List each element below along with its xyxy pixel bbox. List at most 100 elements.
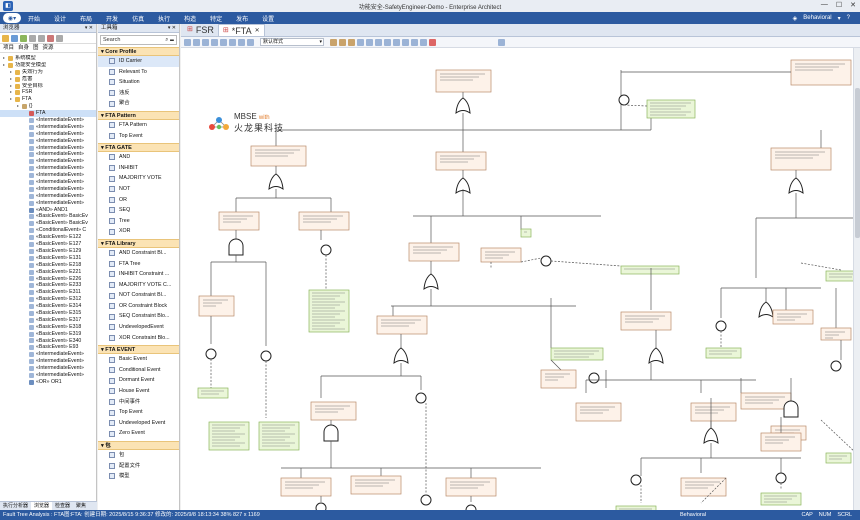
tree-item[interactable]: ▸系统模型 bbox=[0, 55, 96, 62]
basic-event-icon[interactable] bbox=[588, 372, 600, 384]
tab-inspector[interactable]: 检查器 bbox=[55, 503, 71, 509]
toolbox-group-header[interactable]: ▾ FTA EVENT bbox=[98, 345, 179, 355]
menu-execute[interactable]: 执行 bbox=[158, 16, 171, 23]
tab-focus[interactable]: 聚焦 bbox=[76, 503, 87, 509]
tree-item[interactable]: «BasicEvent» BasicEv bbox=[0, 213, 96, 220]
menu-start[interactable]: 开始 bbox=[28, 16, 41, 23]
toolbar-icon[interactable] bbox=[348, 38, 355, 46]
event-box[interactable] bbox=[310, 401, 357, 421]
toolbox-item[interactable]: Basic Event bbox=[98, 354, 179, 365]
event-box[interactable] bbox=[198, 295, 235, 317]
toolbar-icon[interactable] bbox=[420, 38, 427, 46]
tree-item[interactable]: «BasicEvent» E218 bbox=[0, 262, 96, 269]
tree-item[interactable]: «BasicEvent» E312 bbox=[0, 296, 96, 303]
help-icon[interactable]: ? bbox=[846, 15, 850, 21]
tab-fta[interactable]: ⊞ *FTA ✕ bbox=[217, 24, 265, 36]
tree-item[interactable]: «IntermediateEvent» bbox=[0, 186, 96, 193]
event-box[interactable] bbox=[620, 311, 672, 331]
event-box[interactable] bbox=[408, 242, 460, 262]
event-box[interactable] bbox=[740, 392, 792, 410]
filter-icon[interactable] bbox=[498, 38, 505, 46]
note-box[interactable] bbox=[705, 347, 742, 359]
and-gate-icon[interactable] bbox=[323, 424, 339, 442]
toolbox-item[interactable]: XOR bbox=[98, 226, 179, 237]
note-box[interactable] bbox=[258, 421, 300, 451]
or-gate-icon[interactable] bbox=[393, 347, 409, 365]
vertical-scrollbar[interactable] bbox=[853, 48, 860, 510]
toolbox-item[interactable]: SEQ Constraint Blo... bbox=[98, 311, 179, 322]
toolbox-item[interactable]: ID Carrier bbox=[98, 56, 179, 67]
menu-develop[interactable]: 开发 bbox=[106, 16, 119, 23]
fta-diagram-canvas[interactable]: MBSE with 火龙果科技 bbox=[181, 48, 860, 510]
tree-item[interactable]: «BasicEvent» E226 bbox=[0, 276, 96, 283]
toolbox-item[interactable]: AND bbox=[98, 152, 179, 163]
tree-item[interactable]: ▸功能安全模型 bbox=[0, 62, 96, 69]
close-tab-icon[interactable]: ✕ bbox=[254, 27, 260, 34]
note-box[interactable] bbox=[825, 270, 860, 282]
event-box[interactable] bbox=[218, 211, 260, 231]
event-box[interactable] bbox=[376, 315, 428, 335]
menu-layout[interactable]: 布局 bbox=[80, 16, 93, 23]
toolbar-icon[interactable] bbox=[402, 38, 409, 46]
tree-item[interactable]: «OR» OR1 bbox=[0, 379, 96, 386]
toolbox-item[interactable]: Undeveloped Event bbox=[98, 418, 179, 429]
basic-event-icon[interactable] bbox=[315, 502, 327, 510]
tree-item[interactable]: «BasicEvent» E315 bbox=[0, 310, 96, 317]
basic-event-icon[interactable] bbox=[420, 494, 432, 506]
tab-fsr[interactable]: ⊞ FSR bbox=[183, 24, 218, 36]
tree-expander-icon[interactable]: ▸ bbox=[10, 96, 13, 102]
perspective-selector[interactable]: ◈ Behavioral ▾ ? bbox=[793, 15, 850, 22]
tree-expander-icon[interactable]: ▸ bbox=[10, 75, 13, 81]
tree-item[interactable]: «BasicEvent» E314 bbox=[0, 303, 96, 310]
tree-item[interactable]: «BasicEvent» E93 bbox=[0, 344, 96, 351]
toolbox-item[interactable]: Dormant Event bbox=[98, 375, 179, 386]
event-box[interactable] bbox=[770, 147, 832, 171]
tree-item[interactable]: ▸FSR bbox=[0, 89, 96, 96]
tree-item[interactable]: «IntermediateEvent» bbox=[0, 172, 96, 179]
tree-item[interactable]: «BasicEvent» E318 bbox=[0, 324, 96, 331]
new-element-icon[interactable] bbox=[20, 34, 27, 42]
toolbar-icon[interactable] bbox=[184, 38, 191, 46]
tree-item[interactable]: «IntermediateEvent» bbox=[0, 131, 96, 138]
toolbox-item[interactable]: OR bbox=[98, 195, 179, 206]
toolbox-item[interactable]: FTA Pattern bbox=[98, 120, 179, 131]
event-box[interactable] bbox=[680, 477, 727, 497]
tree-item[interactable]: «BasicEvent» E127 bbox=[0, 241, 96, 248]
tree-item[interactable]: ▸危害 bbox=[0, 76, 96, 83]
search-icon[interactable]: ⌕ ☰ bbox=[165, 37, 174, 43]
toolbox-item[interactable]: 违反 bbox=[98, 88, 179, 99]
tree-item[interactable]: «BasicEvent» E340 bbox=[0, 338, 96, 345]
toolbox-item[interactable]: Top Event bbox=[98, 407, 179, 418]
tree-item[interactable]: «BasicEvent» E233 bbox=[0, 282, 96, 289]
or-gate-icon[interactable] bbox=[423, 273, 439, 291]
tab-resources[interactable]: 资源 bbox=[42, 45, 54, 51]
tree-item[interactable]: «BasicEvent» E221 bbox=[0, 269, 96, 276]
tree-item[interactable]: «IntermediateEvent» bbox=[0, 124, 96, 131]
app-icon[interactable]: ◧ bbox=[3, 1, 13, 11]
or-gate-icon[interactable] bbox=[648, 347, 664, 365]
basic-event-icon[interactable] bbox=[540, 255, 552, 267]
filter-icon[interactable] bbox=[47, 34, 54, 42]
toolbar-icon[interactable] bbox=[357, 38, 364, 46]
tree-expander-icon[interactable]: ▸ bbox=[3, 61, 6, 67]
move-down-icon[interactable] bbox=[38, 34, 45, 42]
toolbox-item[interactable]: AND Constraint Bl... bbox=[98, 248, 179, 259]
toolbox-group-header[interactable]: ▾ FTA Library bbox=[98, 238, 179, 248]
menu-construct[interactable]: 构造 bbox=[184, 16, 197, 23]
tree-item[interactable]: «ConditionalEvent» C bbox=[0, 227, 96, 234]
note-box[interactable] bbox=[825, 452, 852, 464]
pin-icon[interactable]: ▾ ✕ bbox=[84, 25, 93, 31]
toolbox-item[interactable]: Conditional Event bbox=[98, 365, 179, 376]
basic-event-icon[interactable] bbox=[415, 392, 427, 404]
tree-expander-icon[interactable]: ▸ bbox=[10, 82, 13, 88]
event-box[interactable] bbox=[575, 402, 622, 422]
toolbox-item[interactable]: Top Event bbox=[98, 131, 179, 142]
or-gate-icon[interactable] bbox=[455, 97, 471, 115]
toolbox-group-header[interactable]: ▾ FTA Pattern bbox=[98, 110, 179, 120]
toolbox-item[interactable]: XOR Constraint Blo... bbox=[98, 333, 179, 344]
toolbox-item[interactable]: 中间事件 bbox=[98, 397, 179, 408]
basic-event-icon[interactable] bbox=[830, 360, 842, 372]
toolbox-item[interactable]: NOT bbox=[98, 184, 179, 195]
toolbox-item[interactable]: Relevant To bbox=[98, 67, 179, 78]
toolbar-icon[interactable] bbox=[229, 38, 236, 46]
